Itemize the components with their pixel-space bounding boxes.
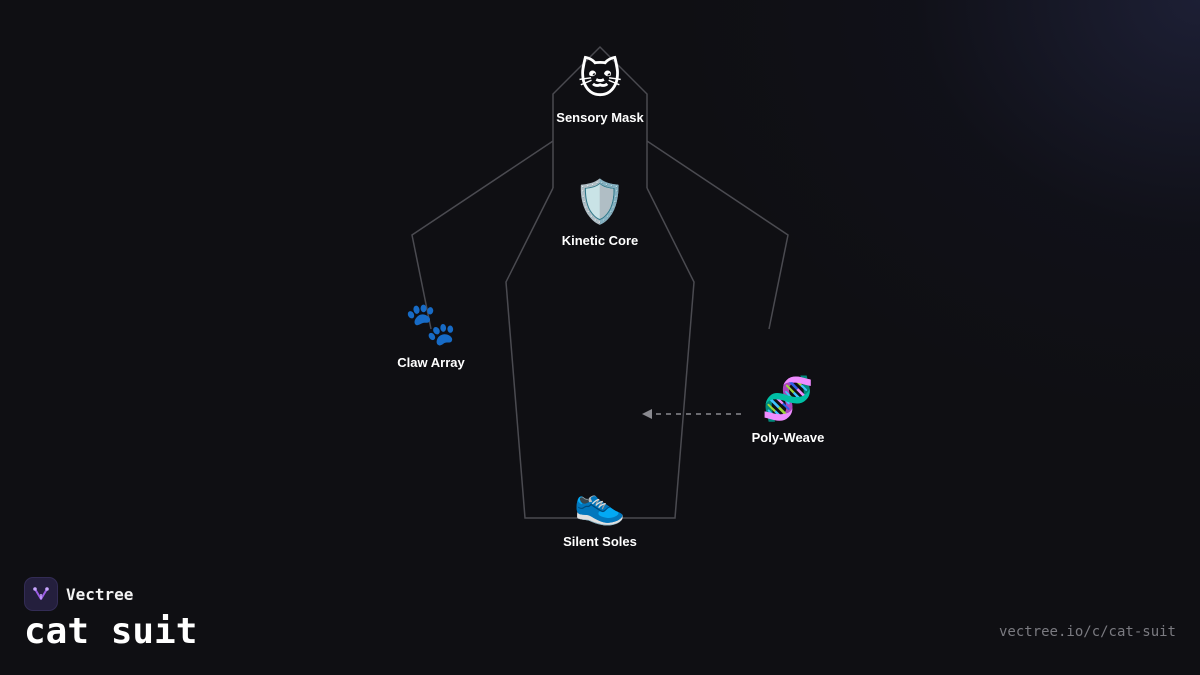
body-outline — [505, 187, 695, 519]
node-label: Silent Soles — [563, 534, 637, 549]
node-label: Claw Array — [397, 355, 465, 370]
node-silent-soles[interactable]: 👟 Silent Soles — [520, 477, 680, 549]
connector-arrowhead — [642, 409, 652, 419]
node-claw-array[interactable]: 🐾 Claw Array — [351, 298, 511, 370]
source-url[interactable]: vectree.io/c/cat-suit — [998, 624, 1176, 640]
page-title: cat suit — [24, 611, 198, 652]
node-label: Poly-Weave — [751, 430, 825, 445]
running-shoe-icon: 👟 — [573, 479, 627, 526]
brand-name: Vectree — [66, 584, 134, 604]
node-poly-weave[interactable]: 🧬 Poly-Weave — [708, 373, 868, 445]
right-arm-outline — [646, 140, 789, 330]
shield-icon: 🛡️ — [573, 178, 627, 225]
node-label: Sensory Mask — [556, 110, 644, 125]
head-outline — [552, 45, 648, 188]
vectree-logo-icon — [24, 577, 58, 611]
brand[interactable]: Vectree — [24, 577, 133, 611]
left-arm-outline — [411, 140, 554, 330]
node-label: Kinetic Core — [561, 233, 639, 248]
paw-prints-icon: 🐾 — [404, 300, 458, 347]
node-sensory-mask[interactable]: 🐱 Sensory Mask — [520, 53, 680, 125]
dna-icon: 🧬 — [761, 375, 815, 422]
node-kinetic-core[interactable]: 🛡️ Kinetic Core — [520, 176, 680, 248]
cat-face-icon: 🐱 — [578, 55, 622, 102]
